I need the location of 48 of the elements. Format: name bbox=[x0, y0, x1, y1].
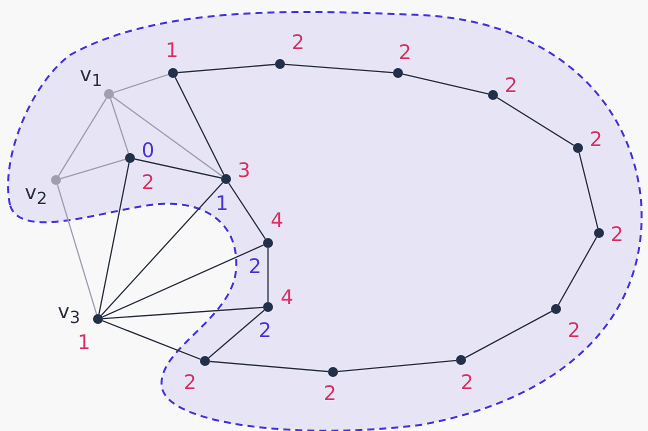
edge-line bbox=[134, 158, 222, 179]
vertex-label: 2 bbox=[324, 383, 336, 403]
edge-line bbox=[102, 244, 264, 318]
edge-line bbox=[114, 74, 168, 94]
edge-line bbox=[210, 360, 328, 372]
edge-line bbox=[496, 97, 574, 146]
vertex-label: 2 bbox=[460, 372, 474, 392]
vertex-label: 4 bbox=[280, 287, 294, 307]
vertex-label: 2 bbox=[248, 256, 262, 276]
edge-line bbox=[174, 77, 224, 175]
vertex-label: 2 bbox=[184, 372, 196, 392]
vertex-label: 1 bbox=[216, 193, 228, 213]
edge-line bbox=[338, 360, 456, 372]
vertex-label: 0 bbox=[142, 140, 154, 160]
vertex-label: 2 bbox=[568, 320, 580, 340]
edge-line bbox=[110, 98, 130, 154]
edge-line bbox=[98, 162, 130, 314]
vertex-label: 2 bbox=[590, 129, 602, 149]
edge-line bbox=[60, 158, 126, 180]
vertex-label: v$_{3}$ bbox=[58, 301, 80, 327]
vertex-label: 1 bbox=[78, 332, 90, 352]
vertex-label: 2 bbox=[142, 172, 154, 192]
edge-line bbox=[58, 98, 107, 176]
vertex-label: 2 bbox=[292, 32, 304, 52]
vertex-label: 2 bbox=[504, 75, 518, 95]
vertex-label: 2 bbox=[258, 320, 272, 340]
vertex-label: 4 bbox=[270, 210, 284, 230]
vertex-label: 2 bbox=[398, 42, 412, 62]
vertex-label: 1 bbox=[166, 40, 178, 60]
edge-line bbox=[178, 64, 276, 74]
vertex-label: 3 bbox=[238, 160, 250, 180]
edge-line bbox=[284, 64, 394, 74]
edge-line bbox=[102, 320, 201, 360]
vertex-label: 2 bbox=[610, 224, 624, 244]
edge-line bbox=[100, 182, 224, 316]
edge-line bbox=[402, 74, 488, 94]
vertex-label: v$_{2}$ bbox=[24, 182, 48, 208]
edge-line bbox=[558, 237, 598, 305]
edge-line bbox=[578, 152, 598, 228]
edge-line bbox=[465, 310, 552, 358]
edge-line bbox=[56, 184, 98, 314]
vertex-label: v$_{1}$ bbox=[80, 64, 102, 90]
edge-line bbox=[112, 96, 222, 177]
vertex-dot bbox=[93, 314, 103, 324]
edge-line bbox=[228, 182, 266, 240]
edge-line bbox=[267, 248, 269, 302]
edge-line bbox=[208, 310, 265, 358]
edge-line bbox=[102, 306, 264, 320]
